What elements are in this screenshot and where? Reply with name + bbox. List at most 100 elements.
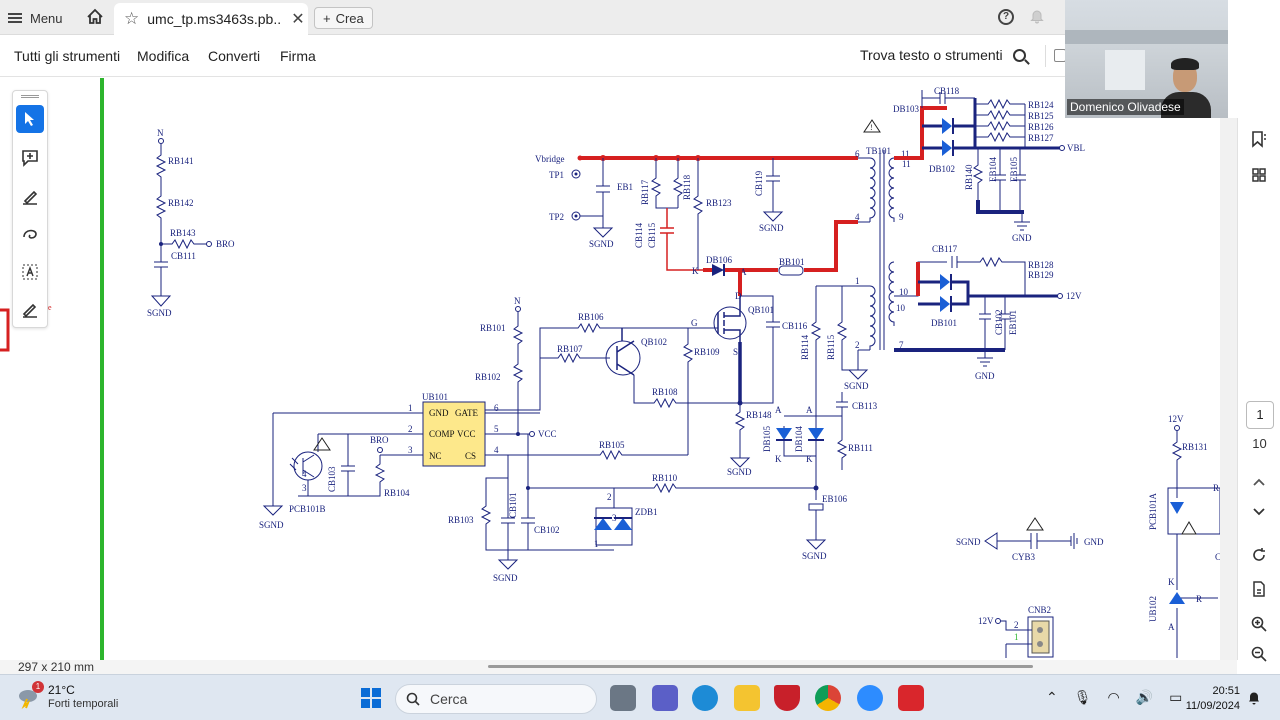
windows-start-icon[interactable] [360,687,382,709]
chevron-up-tray-icon[interactable]: ⌃ [1046,689,1058,705]
highlight-pen-icon[interactable] [16,182,44,210]
label-db105: DB105 [762,425,772,452]
label-p1: 1 [855,276,860,286]
plus-icon: + [323,10,331,26]
add-comment-icon[interactable] [16,144,44,172]
zoom-app-icon[interactable] [857,685,883,711]
menu-edit[interactable]: Modifica [137,48,190,64]
label-pin3: 3 [408,445,413,455]
label-bb101: BB101 [779,257,805,267]
label-rb104: RB104 [384,488,410,498]
label-sgnd2: SGND [589,239,614,249]
label-rb115: RB115 [826,334,836,360]
help-icon[interactable]: ? [998,9,1014,25]
label-pin6: 6 [494,403,499,413]
svg-text:!: ! [870,123,873,132]
label-rb101: RB101 [480,323,506,333]
label-rb106: RB106 [578,312,604,322]
label-rb143: RB143 [170,228,196,238]
label-vcc: VCC [538,429,557,439]
zoom-in-icon[interactable] [1250,615,1268,633]
thumbnails-grid-icon[interactable] [1250,166,1268,184]
find-text-or-tools[interactable]: Trova testo o strumenti [860,47,1026,63]
home-icon [87,8,103,24]
battery-icon[interactable]: ▭ [1169,689,1183,705]
close-tab-icon[interactable]: ✕ [291,11,305,28]
find-label: Trova testo o strumenti [860,47,1003,63]
label-sgnd4: SGND [727,467,752,477]
volume-icon[interactable]: 🔊 [1135,689,1154,705]
notifications-bell-icon[interactable] [1030,9,1044,24]
label-rb107: RB107 [557,344,583,354]
taskbar-search-input[interactable]: Cerca [395,684,597,714]
microphone-icon[interactable]: 🎙 [1073,689,1092,705]
label-k2: K [775,454,782,464]
label-rb118: RB118 [682,174,692,200]
save-file-icon[interactable] [1250,580,1268,598]
left-tool-panel [12,90,48,328]
draw-freehand-icon[interactable] [16,220,44,248]
document-canvas[interactable]: e N RB141 RB142 RB143 BRO CB111 SGND Vbr… [0,78,1237,660]
weather-widget[interactable]: 1 21°C Forti temporali [16,681,118,711]
label-rb102: RB102 [475,372,501,382]
horizontal-scrollbar[interactable] [488,665,1033,668]
label-c1: 1 [1014,632,1019,642]
label-eb1: EB1 [617,182,633,192]
label-12v: 12V [1066,291,1082,301]
chevron-down-icon[interactable] [1250,502,1268,520]
label-rb125: RB125 [1028,111,1054,121]
menu-label: Menu [30,10,63,26]
menu-sign[interactable]: Firma [280,48,316,64]
label-cb114: CB114 [634,222,644,248]
label-a3: A [806,405,813,415]
chrome-icon[interactable] [815,685,841,711]
refresh-icon[interactable] [1250,546,1268,564]
label-cb111: CB111 [171,251,196,261]
notification-bell-icon[interactable] [1248,691,1260,705]
sign-icon[interactable] [16,296,44,324]
label-c2: 2 [1014,620,1019,630]
label-pin2: 2 [408,424,413,434]
label-db106: DB106 [706,255,733,265]
label-cb103: CB103 [327,466,337,492]
edge-browser-icon[interactable] [692,685,718,711]
current-page-input[interactable]: 1 [1246,401,1274,429]
acrobat-icon[interactable] [898,685,924,711]
file-explorer-icon[interactable] [734,685,760,711]
label-sgnd6: SGND [259,520,284,530]
right-side-panel: 1 10 [1237,118,1280,663]
search-icon [406,692,420,706]
drag-handle[interactable] [21,95,39,98]
svg-text:e: e [48,303,52,312]
mcafee-icon[interactable] [774,685,800,711]
menu-button[interactable]: Menu [8,7,63,29]
menu-all-tools[interactable]: Tutti gli strumenti [14,48,121,64]
label-cyb3: CYB3 [1012,552,1036,562]
toolbar-divider [1045,45,1046,67]
zoom-out-icon[interactable] [1250,645,1268,663]
document-tab-title: umc_tp.ms3463s.pb... [147,11,282,27]
label-a2: A [775,405,782,415]
text-select-icon[interactable] [16,258,44,286]
star-icon[interactable]: ☆ [124,9,140,28]
menu-convert[interactable]: Converti [208,48,261,64]
home-button[interactable] [84,6,106,28]
task-view-icon[interactable] [610,685,636,711]
label-12v-c: 12V [978,616,994,626]
label-d: D [735,291,742,301]
document-tab[interactable]: ☆ umc_tp.ms3463s.pb... ✕ [114,3,308,35]
create-button[interactable]: + Crea [314,7,373,29]
bookmark-comment-icon[interactable] [1250,130,1268,148]
video-call-overlay[interactable]: Domenico Olivadese [1065,0,1228,118]
label-rb103: RB103 [448,515,474,525]
label-sgnd8: SGND [493,573,518,583]
teams-chat-icon[interactable] [652,685,678,711]
label-c-cut: C [1215,552,1220,562]
select-cursor-icon[interactable] [16,105,44,133]
label-sgnd1: SGND [147,308,172,318]
taskbar-clock[interactable]: 20:51 11/09/2024 [1185,685,1240,712]
label-sgnd5: SGND [844,381,869,391]
chevron-up-icon[interactable] [1250,474,1268,492]
wifi-icon[interactable]: ◠ [1107,689,1120,705]
label-db103: DB103 [893,104,920,114]
